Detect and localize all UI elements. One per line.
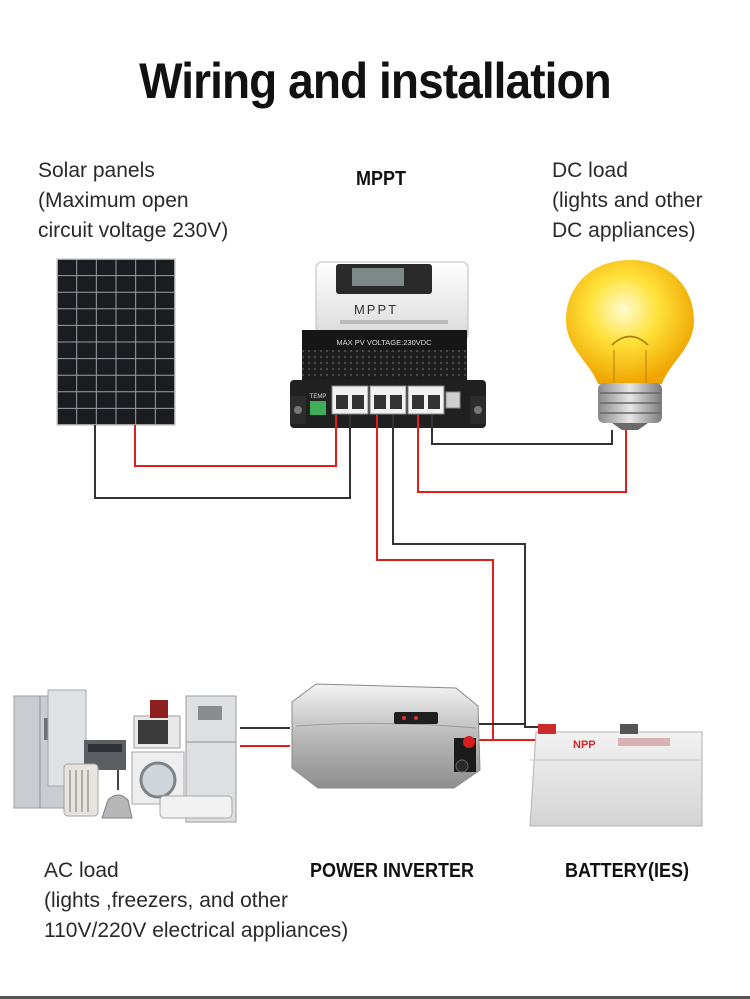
- battery-label: BATTERY(IES): [565, 860, 689, 883]
- ac-load-line-3: 110V/220V electrical appliances): [44, 916, 348, 946]
- temp-port-label: TEMP: [310, 394, 327, 400]
- power-inverter-label: POWER INVERTER: [310, 860, 474, 883]
- power-inverter-image: [292, 684, 480, 788]
- battery-brand: NPP: [573, 739, 596, 751]
- battery-negative-wire: [393, 415, 540, 727]
- ac-load-line-1: AC load: [44, 856, 348, 886]
- solar-panel-image: [57, 259, 175, 425]
- ac-load-description: AC load (lights ,freezers, and other 110…: [44, 856, 348, 946]
- light-bulb-image: [566, 260, 694, 430]
- controller-brand: MPPT: [354, 302, 398, 317]
- ac-load-line-2: (lights ,freezers, and other: [44, 886, 348, 916]
- battery-image: NPP: [530, 724, 702, 826]
- ac-load-appliances-image: [14, 690, 236, 822]
- mppt-controller-image: MPPT MAX PV VOLTAGE:230VDC TEMP: [290, 262, 486, 428]
- controller-strip-text: MAX PV VOLTAGE:230VDC: [336, 338, 432, 347]
